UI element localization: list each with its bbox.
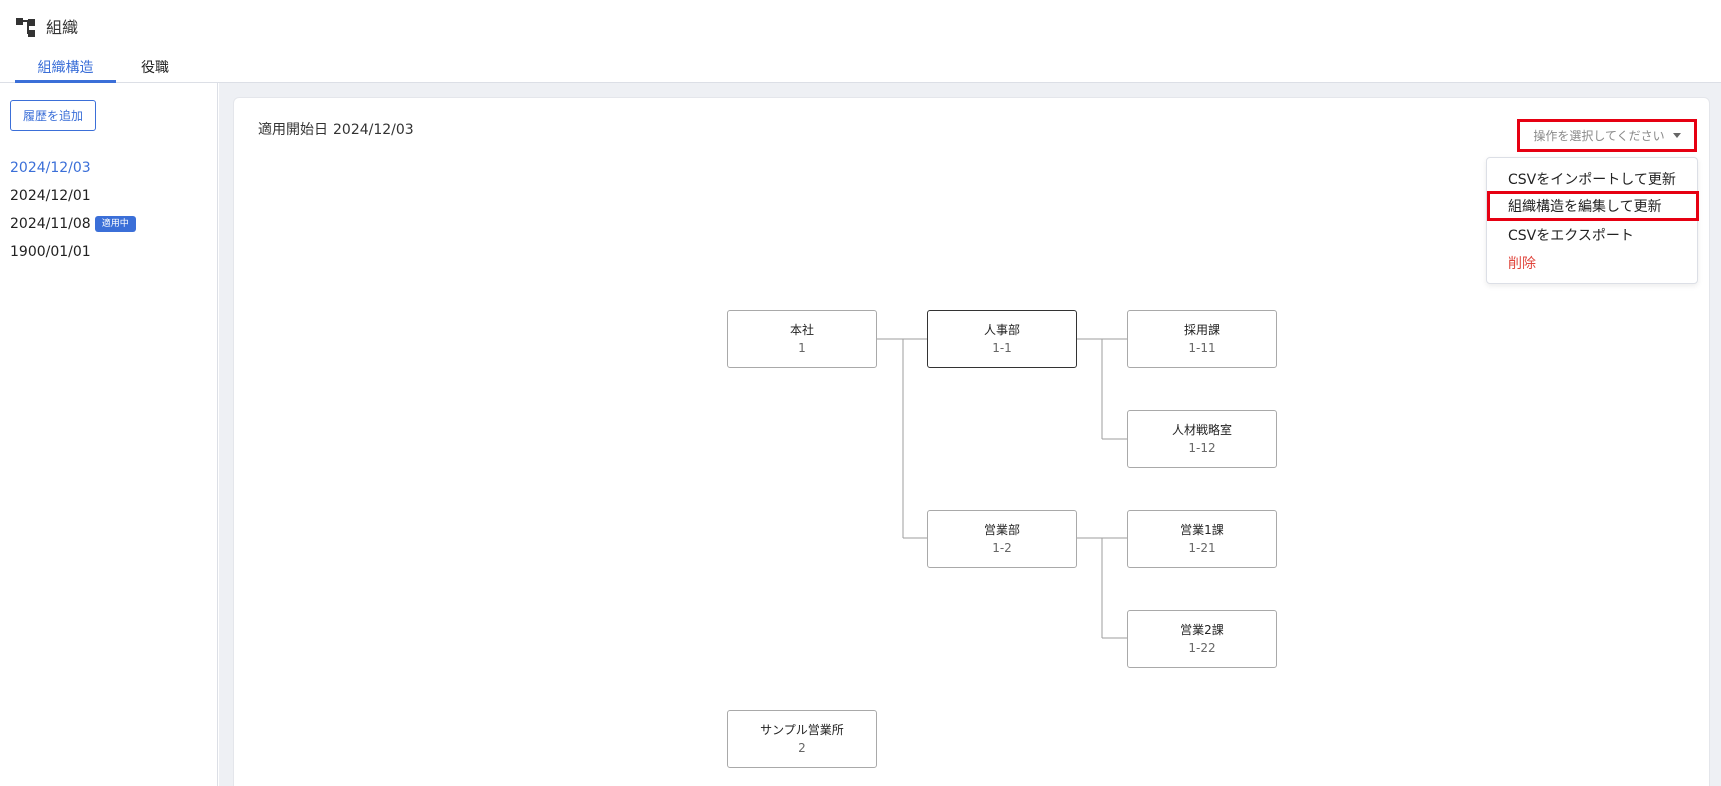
- history-date: 2024/12/03: [10, 160, 91, 176]
- org-node-jinzai[interactable]: 人材戦略室 1-12: [1127, 410, 1277, 468]
- app-header: 組織 組織構造 役職: [0, 0, 1721, 83]
- org-card: [233, 97, 1710, 786]
- app-title: 組織: [16, 14, 78, 38]
- org-node-sample-office[interactable]: サンプル営業所 2: [727, 710, 877, 768]
- org-node-eigyo2[interactable]: 営業2課 1-22: [1127, 610, 1277, 668]
- start-date-value: 2024/12/03: [333, 122, 414, 138]
- menu-item-import-csv[interactable]: CSVをインポートして更新: [1508, 172, 1676, 188]
- org-tree-connectors: [877, 338, 1128, 639]
- history-list: 2024/12/03 2024/12/01 2024/11/08 適用中 190…: [10, 154, 136, 266]
- org-node-honsha[interactable]: 本社 1: [727, 310, 877, 368]
- operation-select-placeholder: 操作を選択してください: [1533, 129, 1665, 143]
- history-item[interactable]: 2024/12/03: [10, 154, 136, 182]
- history-date: 2024/11/08: [10, 216, 91, 232]
- org-node-saiyo[interactable]: 採用課 1-11: [1127, 310, 1277, 368]
- org-node-eigyo[interactable]: 営業部 1-2: [927, 510, 1077, 568]
- operation-menu: CSVをインポートして更新 組織構造を編集して更新 CSVをエクスポート 削除: [1486, 157, 1699, 284]
- operation-select[interactable]: 操作を選択してください: [1517, 119, 1697, 152]
- history-item[interactable]: 2024/11/08 適用中: [10, 210, 136, 238]
- active-badge: 適用中: [94, 216, 136, 232]
- history-date: 1900/01/01: [10, 244, 91, 260]
- tab-org-structure[interactable]: 組織構造: [15, 50, 116, 83]
- menu-item-export-csv[interactable]: CSVをエクスポート: [1508, 228, 1634, 244]
- history-item[interactable]: 1900/01/01: [10, 238, 136, 266]
- menu-item-edit-structure[interactable]: 組織構造を編集して更新: [1487, 191, 1699, 221]
- org-chart-icon: [16, 15, 38, 37]
- org-node-jinji[interactable]: 人事部 1-1: [927, 310, 1077, 368]
- history-date: 2024/12/01: [10, 188, 91, 204]
- tab-positions[interactable]: 役職: [141, 59, 169, 76]
- caret-down-icon: [1672, 133, 1681, 138]
- page-title: 組織: [46, 18, 79, 37]
- tab-bar: 組織構造 役職: [15, 50, 194, 83]
- org-node-eigyo1[interactable]: 営業1課 1-21: [1127, 510, 1277, 568]
- history-item[interactable]: 2024/12/01: [10, 182, 136, 210]
- history-sidebar: 履歴を追加 2024/12/03 2024/12/01 2024/11/08 適…: [0, 83, 218, 786]
- add-history-button[interactable]: 履歴を追加: [10, 100, 96, 131]
- menu-item-delete[interactable]: 削除: [1508, 256, 1536, 272]
